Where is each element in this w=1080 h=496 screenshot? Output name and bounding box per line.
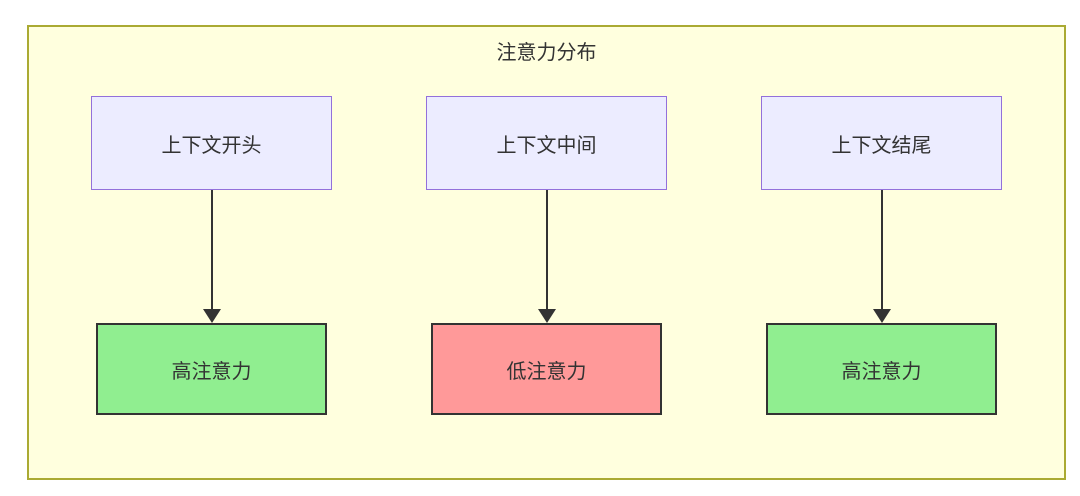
node-low-attention-middle: 低注意力 <box>431 323 662 415</box>
cluster-title: 注意力分布 <box>496 42 597 64</box>
arrow-line <box>880 190 883 309</box>
arrow-down-icon <box>872 190 891 323</box>
node-high-attention-end-label: 高注意力 <box>841 360 922 383</box>
arrow-line <box>210 190 213 309</box>
node-high-attention-end: 高注意力 <box>766 323 997 415</box>
node-high-attention-start-label: 高注意力 <box>171 360 252 383</box>
flow-column-start: 上下文开头 高注意力 <box>91 96 332 415</box>
arrow-head <box>202 309 221 323</box>
arrow-down-icon <box>202 190 221 323</box>
flow-column-middle: 上下文中间 低注意力 <box>426 96 667 415</box>
arrow-head <box>872 309 891 323</box>
arrow-head <box>537 309 556 323</box>
arrow-down-icon <box>537 190 556 323</box>
attention-distribution-cluster: 注意力分布 上下文开头 高注意力 上下文中间 低注意力 <box>27 25 1066 480</box>
node-context-middle: 上下文中间 <box>426 96 667 190</box>
flow-columns: 上下文开头 高注意力 上下文中间 低注意力 上下文结 <box>29 96 1064 415</box>
node-low-attention-middle-label: 低注意力 <box>506 360 587 383</box>
node-high-attention-start: 高注意力 <box>96 323 327 415</box>
node-context-end-label: 上下文结尾 <box>831 134 932 157</box>
arrow-line <box>545 190 548 309</box>
node-context-end: 上下文结尾 <box>761 96 1002 190</box>
node-context-middle-label: 上下文中间 <box>496 134 597 157</box>
node-context-start-label: 上下文开头 <box>161 134 262 157</box>
node-context-start: 上下文开头 <box>91 96 332 190</box>
flow-column-end: 上下文结尾 高注意力 <box>761 96 1002 415</box>
